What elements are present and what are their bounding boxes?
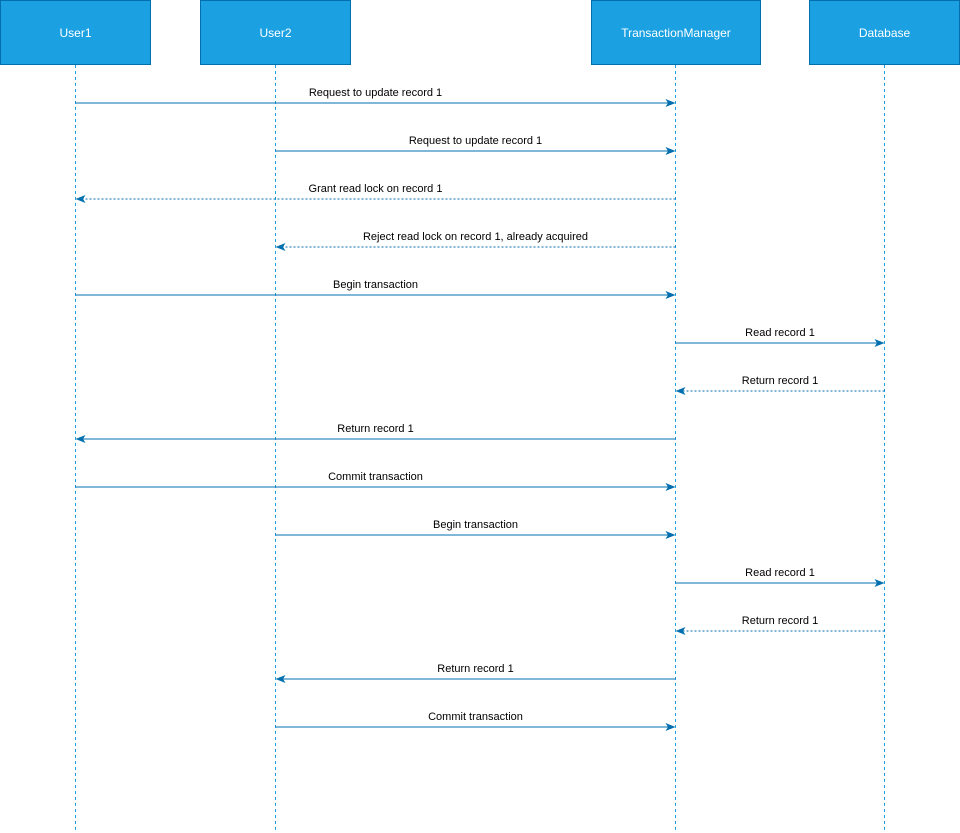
message-label-12: Return record 1 bbox=[741, 615, 819, 627]
message-label-10: Begin transaction bbox=[433, 519, 518, 531]
participant-transaction-manager[interactable]: TransactionManager bbox=[591, 0, 761, 65]
participant-user1[interactable]: User1 bbox=[0, 0, 151, 65]
participant-database[interactable]: Database bbox=[809, 0, 960, 65]
message-label-5: Begin transaction bbox=[333, 279, 418, 291]
message-label-13: Return record 1 bbox=[437, 663, 514, 675]
participant-user2[interactable]: User2 bbox=[200, 0, 351, 65]
message-label-3: Grant read lock on record 1 bbox=[308, 183, 443, 195]
message-label-1: Request to update record 1 bbox=[308, 87, 443, 99]
message-label-8: Return record 1 bbox=[337, 423, 414, 435]
message-label-7: Return record 1 bbox=[741, 375, 819, 387]
message-label-4: Reject read lock on record 1, already ac… bbox=[362, 231, 589, 243]
message-label-11: Read record 1 bbox=[745, 567, 815, 579]
message-label-6: Read record 1 bbox=[745, 327, 815, 339]
message-label-2: Request to update record 1 bbox=[408, 135, 543, 147]
message-label-9: Commit transaction bbox=[328, 471, 423, 483]
message-label-14: Commit transaction bbox=[428, 711, 523, 723]
